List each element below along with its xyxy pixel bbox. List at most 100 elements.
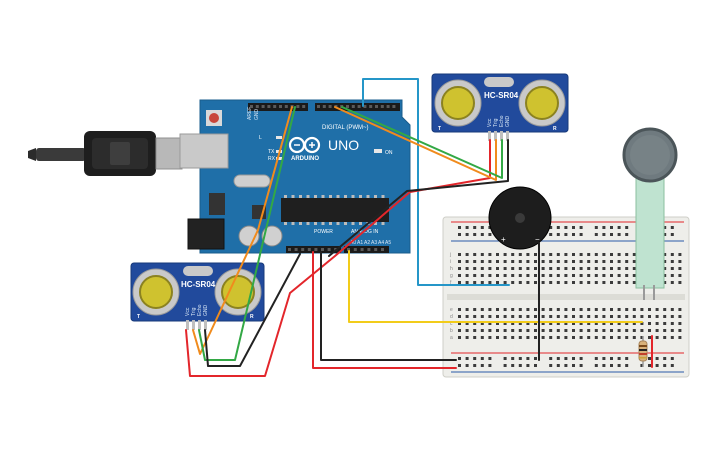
breadboard-hole <box>511 281 515 284</box>
wire-orange-bottom-trig[interactable] <box>192 106 293 355</box>
breadboard-hole <box>458 267 461 270</box>
breadboard-hole <box>473 322 477 325</box>
breadboard-hole <box>465 233 469 236</box>
breadboard-hole <box>587 260 591 263</box>
breadboard-hole <box>458 253 461 256</box>
breadboard-hole <box>503 315 507 318</box>
header-pin <box>363 105 367 108</box>
header-pin <box>392 105 396 108</box>
resistor[interactable] <box>638 336 648 367</box>
breadboard-hole <box>488 329 492 332</box>
wire-black-gnd[interactable] <box>320 251 457 361</box>
breadboard-hole <box>610 336 613 339</box>
wire-black-top-gnd[interactable] <box>328 139 509 257</box>
chip-pin <box>374 222 377 225</box>
breadboard-hole <box>670 253 674 256</box>
chip-pin <box>284 222 287 225</box>
breadboard-hole <box>556 357 560 360</box>
chip-pin <box>321 195 325 198</box>
breadboard-hole <box>458 357 461 360</box>
header-pin <box>367 248 371 251</box>
breadboard-hole <box>678 281 682 284</box>
breadboard-hole <box>625 267 629 270</box>
breadboard-hole <box>549 274 553 277</box>
breadboard-hole <box>480 357 484 360</box>
breadboard-hole <box>511 274 515 277</box>
breadboard-hole <box>678 329 682 332</box>
breadboard-hole <box>670 226 674 229</box>
breadboard-hole <box>534 308 537 311</box>
breadboard-hole <box>518 253 522 256</box>
breadboard-hole <box>572 226 575 229</box>
breadboard-hole <box>534 329 537 332</box>
breadboard-hole <box>473 329 477 332</box>
wire-orange-top-trig[interactable] <box>334 106 497 181</box>
header-pin <box>328 105 332 108</box>
breadboard-hole <box>549 267 553 270</box>
wire-red-5v[interactable] <box>312 251 457 369</box>
breadboard-hole <box>678 274 682 277</box>
header-pin <box>301 248 305 251</box>
breadboard-hole <box>625 274 629 277</box>
breadboard-hole <box>511 260 515 263</box>
piezo-buzzer[interactable]: + − <box>488 186 552 250</box>
reset-button[interactable] <box>209 113 219 123</box>
breadboard-hole <box>549 329 553 332</box>
breadboard-hole <box>678 336 682 339</box>
breadboard-hole <box>579 226 583 229</box>
breadboard-hole <box>587 329 591 332</box>
usb-cable[interactable] <box>28 131 183 176</box>
breadboard-hole <box>534 281 537 284</box>
breadboard-hole <box>602 315 606 318</box>
breadboard-hole <box>663 322 667 325</box>
ultrasonic-sensor-bottom[interactable]: HC-SR04 T R Vcc Trig Echo GND <box>130 262 265 330</box>
force-sensitive-resistor[interactable] <box>622 127 678 300</box>
arduino-model: UNO <box>328 137 359 153</box>
sensor-top-r-mark: R <box>553 126 557 132</box>
breadboard-hole <box>579 322 583 325</box>
breadboard-hole <box>458 281 461 284</box>
breadboard-hole <box>663 336 667 339</box>
breadboard-hole <box>617 267 621 270</box>
breadboard-hole <box>458 260 461 263</box>
breadboard-hole <box>564 274 568 277</box>
breadboard-hole <box>465 226 469 229</box>
wire-black-bottom-gnd[interactable] <box>204 253 301 367</box>
pin-label-a0: A0 <box>350 240 356 246</box>
arduino-uno-board[interactable]: DIGITAL (PWM~) AREF GND ARDUINO UNO ON L… <box>179 99 411 254</box>
breadboard-hole <box>670 364 674 367</box>
ultrasonic-sensor-top[interactable]: HC-SR04 T R Vcc Trig Echo GND <box>431 73 569 141</box>
breadboard-hole <box>610 357 613 360</box>
breadboard-hole <box>625 226 629 229</box>
sensor-bottom-pin-trig: Trig <box>191 307 197 316</box>
breadboard-hole <box>526 315 530 318</box>
breadboard-hole <box>678 322 682 325</box>
breadboard-hole <box>465 260 469 263</box>
breadboard-hole <box>670 357 674 360</box>
breadboard-hole <box>541 260 545 263</box>
breadboard-hole <box>678 253 682 256</box>
breadboard-hole <box>594 260 598 263</box>
breadboard-hole <box>526 364 530 367</box>
breadboard-hole <box>534 260 537 263</box>
wire-yellow-a0[interactable] <box>348 250 643 323</box>
breadboard-hole <box>503 281 507 284</box>
breadboard-hole <box>602 274 606 277</box>
chip-pin <box>299 195 302 198</box>
breadboard-hole <box>564 315 568 318</box>
wire-green-bottom-echo[interactable] <box>198 106 296 361</box>
wire-blue-top[interactable] <box>362 78 510 286</box>
breadboard-hole <box>648 308 651 311</box>
wire-green-top-echo[interactable] <box>341 106 503 179</box>
breadboard-hole <box>541 336 545 339</box>
pin-label-a5: A5 <box>385 240 391 246</box>
header-pin <box>267 105 271 108</box>
breadboard-hole <box>465 329 469 332</box>
breadboard-hole <box>526 253 530 256</box>
breadboard-hole <box>480 336 484 339</box>
breadboard-hole <box>610 329 613 332</box>
header-pin <box>353 248 357 251</box>
header-pin <box>380 105 384 108</box>
breadboard-hole <box>556 336 560 339</box>
breadboard-hole <box>518 336 522 339</box>
